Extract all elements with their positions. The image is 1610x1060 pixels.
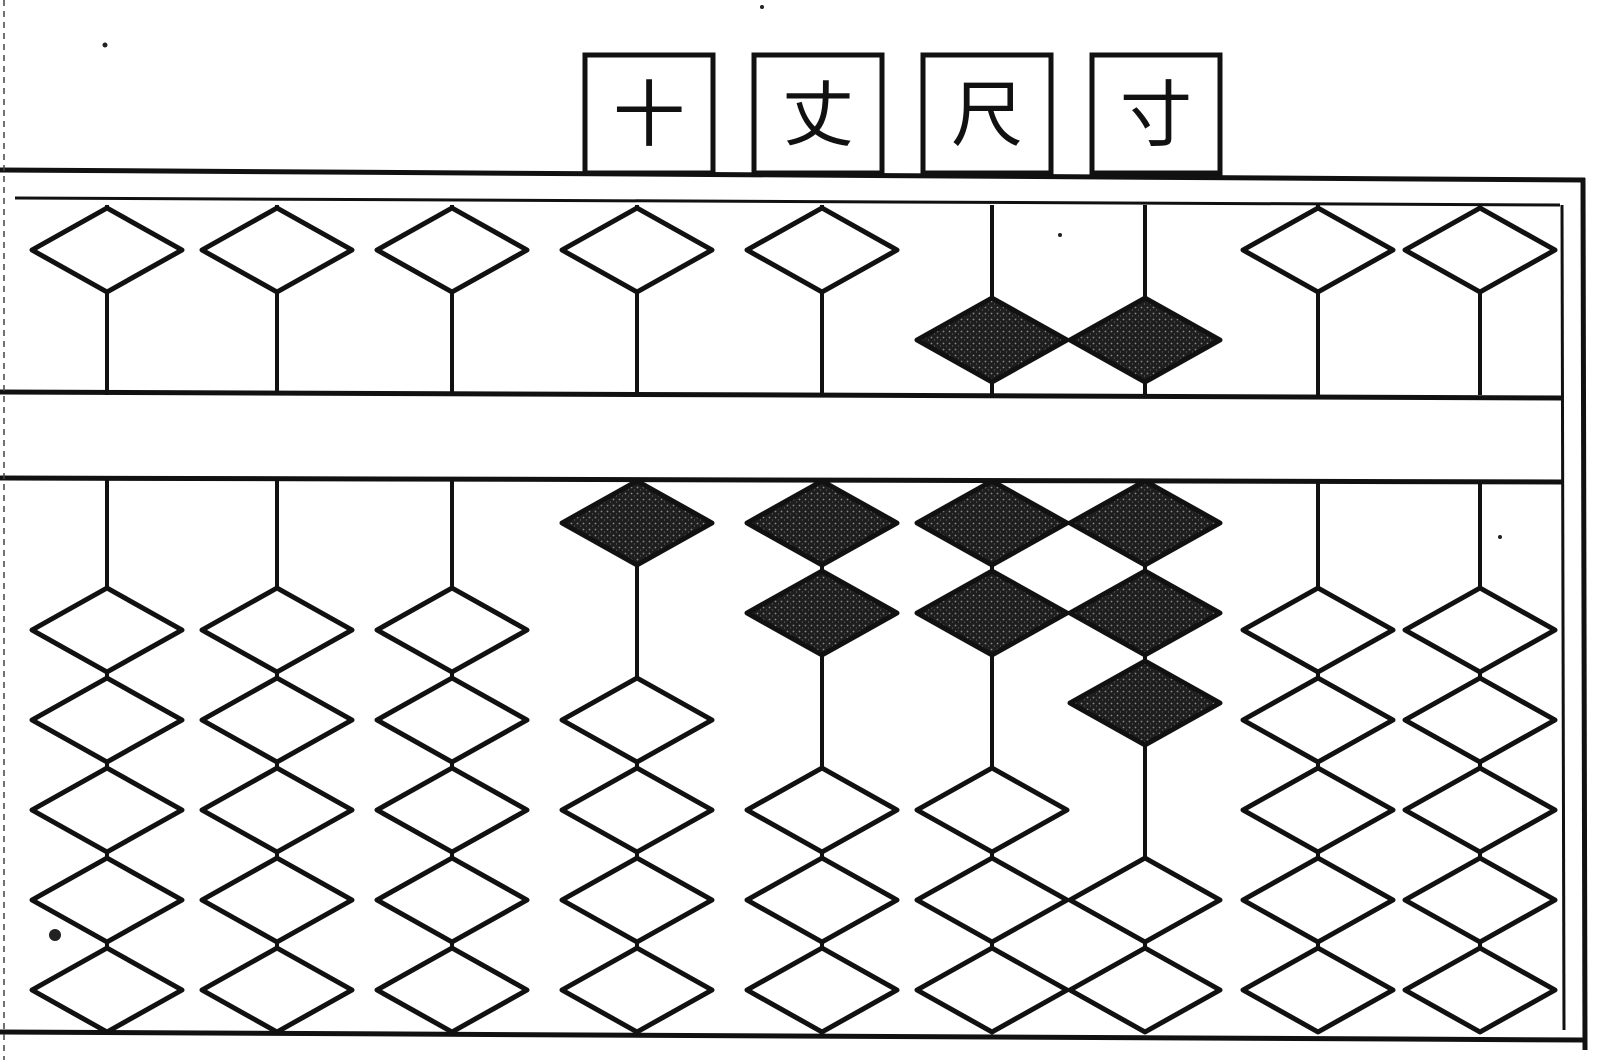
lower-bead (29, 855, 185, 945)
unit-label-ten-zhang: 十 (613, 73, 685, 157)
ink-speck (760, 5, 764, 9)
lower-bead (1402, 585, 1558, 675)
unit-label-chi: 尺 (951, 73, 1023, 157)
lower-bead (914, 855, 1070, 945)
abacus-rod (914, 205, 1070, 1035)
upper-bead (559, 205, 715, 295)
lower-bead (1240, 945, 1396, 1035)
lower-bead (374, 945, 530, 1035)
upper-bead (29, 205, 185, 295)
frame-bottom (0, 1029, 1586, 1043)
lower-bead (744, 765, 900, 855)
lower-bead-active (1067, 568, 1223, 658)
lower-bead (559, 855, 715, 945)
unit-label-box: 尺 (920, 52, 1054, 176)
lower-bead-active (1067, 658, 1223, 748)
lower-bead (559, 765, 715, 855)
upper-bead (199, 205, 355, 295)
lower-bead (744, 945, 900, 1035)
lower-bead-active (914, 478, 1070, 568)
lower-bead-active (1067, 478, 1223, 568)
unit-label-box: 十 (582, 52, 716, 176)
lower-bead (199, 585, 355, 675)
lower-bead (1067, 945, 1223, 1035)
abacus-rods (29, 205, 1558, 1035)
frame-top-outer (0, 167, 1586, 183)
lower-bead (374, 675, 530, 765)
lower-bead (1240, 675, 1396, 765)
abacus-rod (29, 205, 185, 1035)
unit-label-cun: 寸 (1120, 73, 1192, 157)
lower-bead (199, 765, 355, 855)
upper-bead-active (914, 295, 1070, 385)
lower-bead (1402, 765, 1558, 855)
lower-bead (1402, 855, 1558, 945)
lower-bead (199, 945, 355, 1035)
lower-bead (744, 855, 900, 945)
abacus-rod (1067, 205, 1223, 1035)
lower-bead (374, 855, 530, 945)
abacus-rod (199, 205, 355, 1035)
abacus-rod (374, 205, 530, 1035)
lower-bead (1240, 855, 1396, 945)
upper-bead (374, 205, 530, 295)
abacus-rod (1240, 205, 1396, 1035)
unit-label-zhang: 丈 (782, 73, 854, 157)
lower-bead (1402, 675, 1558, 765)
lower-bead (1067, 855, 1223, 945)
ink-speck (1058, 233, 1062, 237)
lower-bead (1240, 765, 1396, 855)
lower-bead-active (744, 478, 900, 568)
lower-bead (914, 765, 1070, 855)
lower-bead (199, 675, 355, 765)
frame-top-inner (14, 196, 1561, 207)
lower-bead (374, 585, 530, 675)
frame-right-inner (1560, 204, 1566, 1031)
lower-bead-active (914, 568, 1070, 658)
abacus-rod (1402, 205, 1558, 1035)
lower-bead (374, 765, 530, 855)
frame-right-outer (1580, 177, 1588, 1051)
ink-speck (49, 929, 61, 941)
upper-bead (1240, 205, 1396, 295)
abacus-rod (744, 205, 900, 1035)
lower-bead (914, 945, 1070, 1035)
lower-bead (29, 585, 185, 675)
lower-bead (199, 855, 355, 945)
lower-bead (29, 945, 185, 1035)
upper-bead-active (1067, 295, 1223, 385)
beam-bottom-edge (0, 475, 1564, 485)
lower-bead (29, 765, 185, 855)
upper-bead (1402, 205, 1558, 295)
lower-bead-active (744, 568, 900, 658)
ink-speck (102, 42, 108, 48)
unit-label-box: 丈 (751, 52, 885, 176)
lower-bead (1402, 945, 1558, 1035)
abacus-rod (559, 205, 715, 1035)
lower-bead (29, 675, 185, 765)
unit-label-box: 寸 (1089, 52, 1223, 176)
lower-bead (559, 945, 715, 1035)
unit-labels: 十 丈 尺 寸 (582, 52, 1223, 176)
print-specks (49, 5, 1502, 941)
ink-speck (1498, 535, 1502, 539)
lower-bead-active (559, 478, 715, 568)
beam-top-edge (0, 389, 1564, 401)
upper-bead (744, 205, 900, 295)
lower-bead (1240, 585, 1396, 675)
lower-bead (559, 675, 715, 765)
